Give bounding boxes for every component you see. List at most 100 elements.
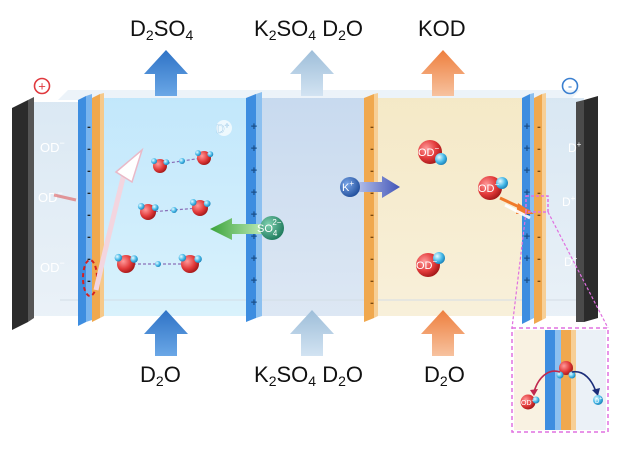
anode-od-ions: OD− OD− OD− [38, 138, 77, 275]
water-split-arrow [93, 169, 128, 291]
od-ion-label: OD− [40, 138, 65, 155]
inset-arrowhead-right [592, 388, 600, 396]
anode-electrode [12, 97, 34, 330]
deuterium-atom [195, 150, 201, 157]
membrane-charge-sign: - [370, 143, 374, 155]
membrane-charge-sign: - [370, 187, 374, 199]
base-od-ions: OD− OD− OD− [416, 140, 534, 277]
d-ion-c3: D+ [564, 254, 578, 269]
inset-connector-left [511, 211, 527, 329]
inset-od-h [532, 396, 540, 404]
membrane-charge-sign: + [251, 165, 257, 177]
membrane-charge-sign: - [370, 253, 374, 265]
potassium-migration: K+ [340, 176, 400, 198]
membrane-charge-sign: - [370, 165, 374, 177]
inlet-arrow-salt [290, 310, 334, 356]
anode-sign-text: + [38, 79, 46, 94]
sulfate-label: SO42− [257, 218, 282, 238]
d-ion-c2: D+ [562, 194, 576, 209]
d2o-molecule [137, 203, 159, 220]
outlet-arrow-base [421, 50, 465, 96]
swoosh-arrow [504, 203, 531, 220]
deuterium-atom [178, 253, 187, 262]
d-plus-ion-acid: D+ [216, 120, 232, 136]
d2o-molecule [195, 150, 214, 165]
od-ion-base-1: OD− [418, 140, 447, 165]
od-ion-base-2: OD− [416, 252, 445, 277]
od-label: OD− [416, 257, 438, 272]
deuterium-atom [137, 203, 145, 210]
deuterium-atom [130, 255, 138, 263]
d2o-molecule [114, 253, 138, 273]
inset-arrow-left [533, 370, 561, 393]
deuterium-atom [207, 151, 214, 158]
hydrogen-bond-line [149, 207, 199, 213]
inset-blue-light [555, 330, 561, 430]
membrane-charge-sign: + [524, 231, 530, 243]
deuterium-atom [194, 255, 202, 263]
membrane-charge-sign: - [370, 297, 374, 309]
membrane-charge-sign: + [251, 187, 257, 199]
cathode-sign-text: - [568, 79, 572, 94]
anode-sign: + [33, 77, 51, 95]
inset-od-o [520, 394, 536, 410]
sulfate-ion [260, 216, 284, 240]
membrane-charge-sign: - [537, 209, 541, 221]
top-label-acid: D2SO4 [130, 16, 194, 43]
membrane-charge-sign: - [370, 121, 374, 133]
membrane-charge-sign: + [524, 253, 530, 265]
inset-arrowhead-left [530, 389, 538, 396]
cathode-d-ions: D+ D+ D+ [562, 140, 582, 269]
membrane-charge-sign: + [251, 143, 257, 155]
deuterium-atom [151, 204, 159, 211]
d2o-molecule [189, 199, 211, 216]
cell-stack [28, 90, 584, 316]
cathode-sign: - [561, 77, 579, 95]
inset-water-h1 [556, 371, 564, 379]
inset-orange-light [571, 330, 576, 430]
membrane-charge-sign: + [524, 121, 530, 133]
membrane-charge-sign: - [87, 143, 91, 155]
outlet-arrow-acid [144, 50, 188, 96]
membrane-charge-sign: + [251, 231, 257, 243]
anion-exchange-membrane [246, 92, 262, 322]
inlet-arrow-acid [144, 310, 188, 356]
membrane-charge-sign: - [537, 165, 541, 177]
inset-od-label: OD− [521, 398, 535, 407]
water-split-arrowhead [114, 147, 144, 184]
cation-exchange-membrane [364, 93, 378, 322]
d2o-molecule [178, 253, 202, 273]
water-molecules [114, 150, 214, 273]
bipolar-membrane-left [78, 93, 104, 326]
membrane-charge-sign: + [524, 187, 530, 199]
bottom-label-acid: D2O [140, 362, 181, 389]
membrane-charge-sign: + [524, 275, 530, 287]
membrane-charge-sign: - [537, 121, 541, 133]
base-chamber [374, 98, 522, 316]
membrane-charge-sign: + [524, 165, 530, 177]
od-ion-label: OD− [40, 258, 65, 275]
bottom-label-salt: K2SO4 D2O [254, 362, 363, 389]
deuterium-atom [151, 158, 157, 165]
membrane-charge-sign: + [251, 297, 257, 309]
d-plus-label: D+ [568, 140, 582, 155]
inset-water-h2 [568, 371, 576, 379]
membrane-charge-sign: + [251, 121, 257, 133]
inset-blue-layer [545, 330, 555, 430]
bridging-deuterium [179, 158, 185, 164]
salt-chamber [258, 98, 366, 316]
inset-right-fill [576, 330, 606, 430]
bridging-deuterium [171, 207, 177, 213]
membrane-charge-sign: - [87, 165, 91, 177]
deuterium-atom [203, 200, 211, 207]
membrane-charge-sign: - [87, 275, 91, 287]
od-ion-base-3: OD− [478, 176, 508, 200]
potassium-ion [340, 177, 360, 197]
anode-chamber [28, 102, 80, 316]
membrane-charge-sign: - [370, 209, 374, 221]
od-label: OD− [418, 144, 440, 159]
bipolar-membrane-right [522, 93, 546, 324]
top-label-base: KOD [418, 16, 466, 41]
deuterium-atom [163, 159, 170, 166]
